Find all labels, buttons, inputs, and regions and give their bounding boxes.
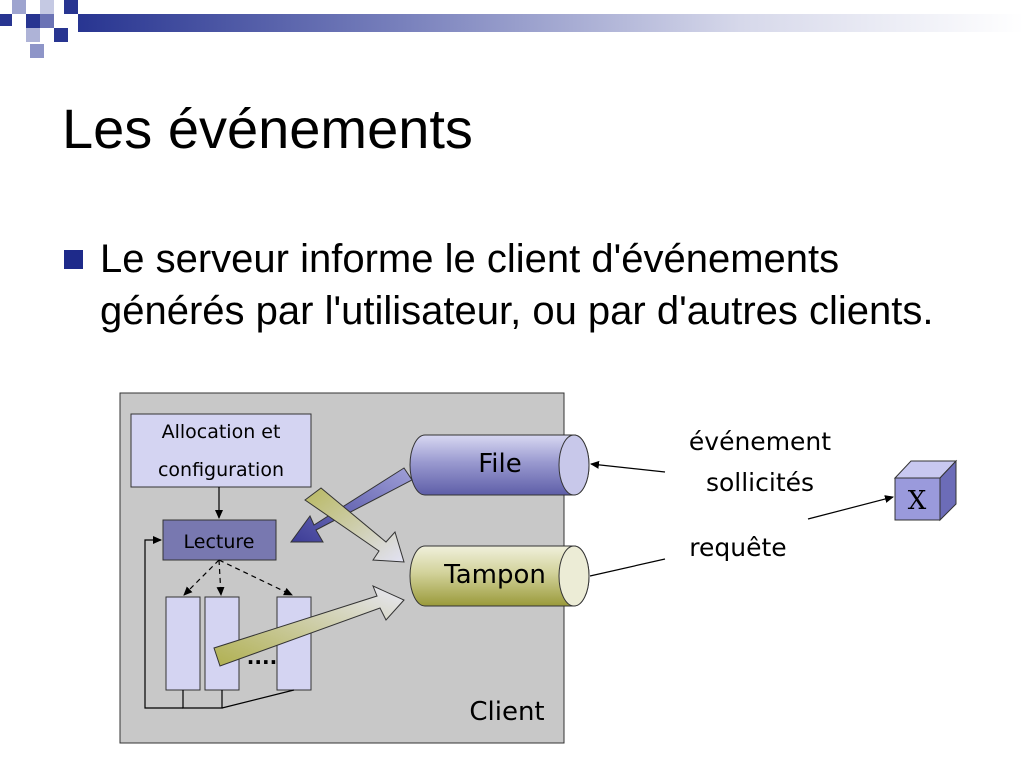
- file-label: File: [478, 449, 522, 479]
- file-queue-end: [558, 434, 590, 496]
- lecture-to-handler-3: [218, 559, 293, 596]
- header-banner: [0, 0, 1024, 58]
- loop-back-arrow: [144, 536, 183, 709]
- tampon-to-file-arrow: [304, 487, 405, 563]
- client-label: Client: [469, 697, 544, 727]
- events-to-file-arrow: [590, 460, 666, 473]
- allocation-box: [130, 413, 312, 488]
- handler-to-tampon-arrow: [213, 585, 405, 667]
- events-label-2: sollicités: [706, 468, 814, 497]
- request-label: requête: [689, 533, 786, 562]
- tampon-buffer-end: [558, 545, 590, 607]
- lecture-to-handler-2: [216, 559, 225, 596]
- x-server-label: X: [908, 486, 927, 516]
- handler-box: [165, 596, 201, 691]
- bullet-text: Le serveur informe le client d'événement…: [100, 237, 934, 333]
- lecture-box: [162, 519, 277, 561]
- loop-back-line: [182, 690, 223, 709]
- allocation-label-2: configuration: [158, 459, 284, 481]
- events-label-1: événement: [689, 427, 831, 456]
- bullet-square-icon: [64, 250, 83, 269]
- server-to-events-arrow: [807, 495, 894, 520]
- x-server-cube-front: [894, 477, 941, 521]
- slide-title: Les événements: [62, 97, 473, 160]
- file-to-lecture-arrow: [290, 467, 413, 543]
- request-to-tampon-line: [589, 558, 666, 577]
- lecture-label: Lecture: [184, 531, 255, 553]
- tampon-label: Tampon: [443, 560, 546, 590]
- loop-back-line: [221, 689, 295, 709]
- allocation-label-1: Allocation et: [162, 421, 281, 443]
